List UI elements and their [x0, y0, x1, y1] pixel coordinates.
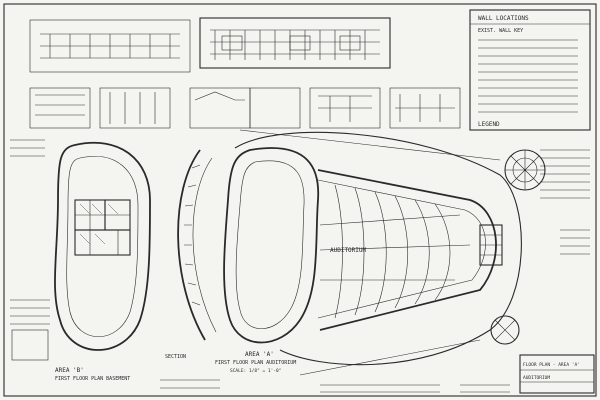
left-plan-label: AREA 'B': [55, 367, 84, 374]
left-oval-plan: [54, 141, 151, 351]
title-block: [519, 354, 595, 394]
wall-legend-block: WALL LOCATIONS EXIST. WALL KEY LEGEND: [469, 9, 591, 131]
general-notes: [540, 149, 590, 255]
left-notes: [10, 139, 50, 361]
detail-row: [29, 87, 461, 129]
sheet-border: [3, 3, 597, 397]
legend-heading: LEGEND: [478, 121, 500, 128]
section-label: SECTION: [165, 354, 186, 360]
left-plan-title: FIRST FLOOR PLAN BASEMENT: [55, 376, 130, 382]
floor-plan-scale: SCALE: 1/8" = 1'-0": [230, 368, 281, 374]
section-arc: [177, 149, 217, 341]
floor-plan-title: FIRST FLOOR PLAN AUDITORIUM: [215, 360, 296, 366]
title-block-line2: AUDITORIUM: [523, 375, 550, 381]
wall-legend-heading: WALL LOCATIONS: [478, 15, 529, 22]
auditorium-label: AUDITORIUM: [330, 247, 367, 254]
auditorium-plan: [223, 129, 546, 376]
title-block-line1: FLOOR PLAN - AREA 'A': [523, 362, 580, 368]
bottom-notes: [160, 379, 510, 393]
wall-legend-subheading: EXIST. WALL KEY: [478, 28, 523, 34]
floor-plan-label: AREA 'A': [245, 351, 274, 358]
top-elevation-strip: [29, 17, 391, 73]
